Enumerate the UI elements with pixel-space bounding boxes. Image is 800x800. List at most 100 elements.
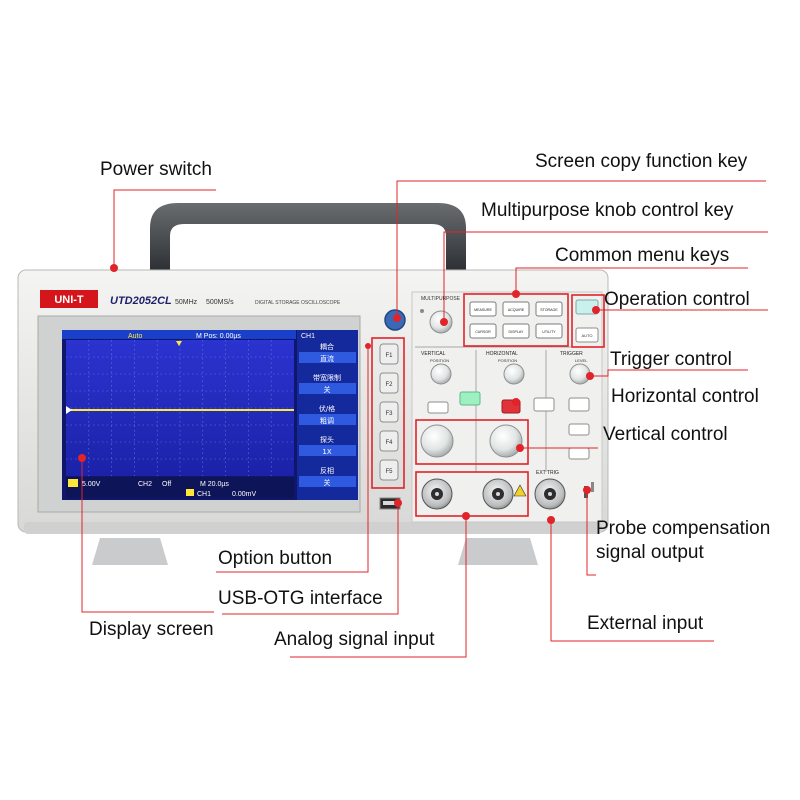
option-button-f3[interactable] bbox=[379, 401, 399, 423]
dot-power bbox=[110, 264, 118, 272]
screen-menu-title: 探头 bbox=[320, 435, 334, 444]
display-key[interactable] bbox=[502, 323, 530, 339]
status-ch1-badge bbox=[68, 479, 78, 487]
cursor-key[interactable] bbox=[469, 323, 497, 339]
section-vertical-label: VERTICAL bbox=[421, 351, 446, 357]
warning-triangle bbox=[513, 484, 527, 497]
option-button-f5[interactable] bbox=[379, 459, 399, 481]
horizontal-menu-key[interactable] bbox=[533, 397, 555, 412]
annotation-dots bbox=[78, 264, 600, 524]
label-option-button: Option button bbox=[218, 548, 333, 569]
option-button-label: F4 bbox=[385, 440, 393, 446]
screen-menu-value-box bbox=[299, 414, 356, 425]
auto-key-label: AUTO bbox=[581, 333, 592, 338]
model-name: UTD2052CL bbox=[110, 295, 172, 307]
label-display-screen: Display screen bbox=[89, 619, 214, 640]
callout-line-power bbox=[113, 189, 216, 268]
status-ch1-value: 5.00V bbox=[82, 481, 101, 488]
menu-key-label: MEASURE bbox=[474, 308, 492, 312]
probe-ground-terminal[interactable] bbox=[591, 482, 594, 492]
help-key[interactable] bbox=[568, 447, 590, 460]
callout-line-menu bbox=[515, 267, 748, 294]
callout-line-analog bbox=[290, 516, 467, 658]
screen-menu-value: 关 bbox=[324, 478, 331, 487]
status-trigger-badge bbox=[186, 489, 194, 496]
force-key[interactable] bbox=[568, 423, 590, 436]
dot-probe bbox=[583, 486, 591, 494]
body-bottom-edge bbox=[24, 522, 602, 534]
dot-screen-copy bbox=[393, 314, 401, 322]
right-foot bbox=[458, 538, 538, 565]
screen-menu-value-box bbox=[299, 383, 356, 394]
option-button-label: F2 bbox=[385, 382, 393, 388]
screen-menu-value-box bbox=[299, 476, 356, 487]
label-trigger: Trigger control bbox=[610, 349, 732, 370]
screen-position: M Pos: 0.00µs bbox=[196, 333, 241, 340]
option-button-f1[interactable] bbox=[379, 343, 399, 365]
section-trigger-label: TRIGGER bbox=[560, 351, 583, 357]
menu-key-label: UTILITY bbox=[542, 330, 556, 334]
spec-bandwidth: 50MHz bbox=[175, 299, 198, 306]
label-power-switch: Power switch bbox=[100, 159, 212, 180]
vertical-control-highlight bbox=[415, 419, 529, 465]
option-button-label: F5 bbox=[385, 469, 393, 475]
utility-key[interactable] bbox=[535, 323, 563, 339]
acquire-key[interactable] bbox=[502, 301, 530, 317]
inputs-highlight bbox=[415, 471, 529, 517]
vertical-scale-knob[interactable] bbox=[420, 424, 454, 458]
math-key[interactable] bbox=[427, 401, 449, 414]
menu-key-label: CURSOR bbox=[475, 330, 491, 334]
screen-mode: Auto bbox=[128, 333, 143, 340]
horizontal-scale-knob[interactable] bbox=[489, 424, 523, 458]
status-timebase: M 20.0µs bbox=[200, 481, 229, 488]
trigger-level-label: LEVEL bbox=[575, 358, 588, 363]
callout-line-display bbox=[81, 458, 214, 613]
dot-multipurpose bbox=[440, 318, 448, 326]
horizontal-position-label: POSITION bbox=[498, 358, 517, 363]
ch2-bnc-input[interactable] bbox=[482, 478, 514, 510]
trigger-menu-key[interactable] bbox=[568, 397, 590, 412]
screen-grid bbox=[66, 340, 294, 476]
screen-menu-value-box bbox=[299, 445, 356, 456]
status-ch2-label: CH2 bbox=[138, 481, 152, 488]
option-button-label: F3 bbox=[385, 411, 393, 417]
screen-menu-value: 关 bbox=[324, 385, 331, 394]
carry-handle bbox=[150, 203, 466, 270]
screen-menu-value-box bbox=[299, 352, 356, 363]
dot-menu bbox=[512, 290, 520, 298]
brand-logo-plate bbox=[40, 290, 98, 308]
display-screen: Auto M Pos: 0.00µs CH1 耦合直流带宽限制关伏/格粗调探头1… bbox=[62, 330, 358, 500]
screen-menu-value: 粗调 bbox=[320, 416, 334, 425]
auto-key[interactable] bbox=[575, 327, 599, 343]
ch1-bnc-input[interactable] bbox=[421, 478, 453, 510]
screen-menu-value: 1X bbox=[322, 448, 331, 456]
option-button-f4[interactable] bbox=[379, 430, 399, 452]
left-foot bbox=[92, 538, 168, 565]
screen-menu-title: 伏/格 bbox=[319, 404, 335, 413]
ch1-key[interactable] bbox=[459, 391, 481, 406]
trigger-marker bbox=[66, 406, 72, 414]
menu-key-label: ACQUIRE bbox=[508, 308, 525, 312]
dot-usb bbox=[394, 499, 402, 507]
operation-control-highlight bbox=[571, 294, 605, 348]
label-common-menu: Common menu keys bbox=[555, 245, 730, 266]
menu-key-label: DISPLAY bbox=[509, 330, 525, 334]
dot-horizontal bbox=[512, 398, 520, 406]
vertical-position-knob[interactable] bbox=[430, 363, 452, 385]
label-horizontal: Horizontal control bbox=[611, 386, 759, 407]
option-button-label: F1 bbox=[385, 353, 393, 359]
measure-key[interactable] bbox=[469, 301, 497, 317]
ext-trig-bnc-input[interactable] bbox=[534, 478, 566, 510]
callout-line-multipurpose bbox=[443, 231, 768, 322]
brand-logo: UNI-T bbox=[54, 294, 84, 306]
status-trigger-value: 0.00mV bbox=[232, 491, 256, 498]
storage-key[interactable] bbox=[535, 301, 563, 317]
callout-line-screen-copy bbox=[396, 180, 766, 318]
status-ch2-state: Off bbox=[162, 481, 171, 488]
horizontal-position-knob[interactable] bbox=[503, 363, 525, 385]
option-button-f2[interactable] bbox=[379, 372, 399, 394]
